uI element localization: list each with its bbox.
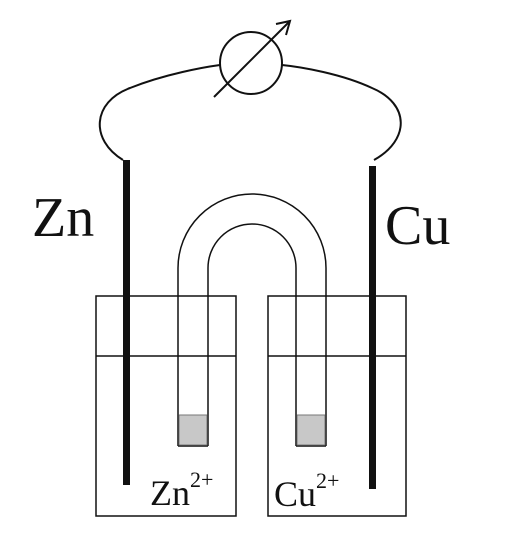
ion-charge-zn: 2+ bbox=[190, 467, 213, 492]
ion-charge-cu: 2+ bbox=[316, 468, 339, 493]
wire-right bbox=[281, 64, 402, 161]
beaker-left bbox=[95, 295, 237, 517]
wire-left bbox=[98, 64, 221, 161]
copper-electrode bbox=[369, 166, 376, 489]
electrode-label-zn: Zn bbox=[32, 187, 94, 249]
beaker-right bbox=[267, 295, 407, 517]
zinc-electrode bbox=[123, 160, 130, 485]
salt-bridge-plug-left bbox=[178, 414, 208, 446]
salt-bridge-plug-right bbox=[296, 414, 326, 446]
ion-symbol-zn: Zn bbox=[150, 473, 190, 513]
galvanometer-icon bbox=[213, 19, 292, 98]
ion-symbol-cu: Cu bbox=[274, 474, 316, 514]
electrode-label-cu: Cu bbox=[385, 195, 450, 257]
ion-label-zn: Zn2+ bbox=[150, 467, 213, 513]
ion-label-cu: Cu2+ bbox=[274, 468, 339, 514]
salt-bridge bbox=[177, 193, 327, 447]
